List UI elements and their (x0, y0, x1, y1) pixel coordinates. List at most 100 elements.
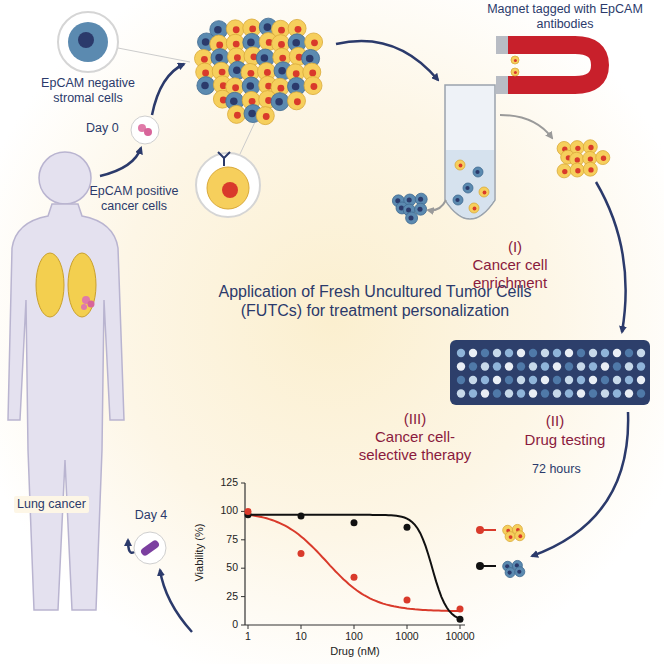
cell-inset (58, 12, 118, 72)
data-points (245, 508, 464, 623)
stromal-cell (271, 93, 289, 111)
nucleus (292, 39, 300, 47)
flow-arrow (336, 41, 438, 80)
nucleus (216, 42, 223, 49)
well (541, 349, 549, 357)
axis-tick-label: 25 (203, 590, 238, 603)
y-tick (241, 511, 245, 512)
stromal-curve (248, 515, 460, 619)
nucleus (508, 570, 512, 574)
well (469, 376, 477, 384)
nucleus (233, 26, 240, 33)
well (457, 389, 465, 397)
nucleus (201, 82, 209, 90)
well (625, 376, 633, 384)
cancer-point (298, 550, 305, 557)
stage-label: Cancer cell enrichment (440, 256, 580, 292)
nucleus (234, 112, 241, 119)
nucleus (222, 182, 238, 198)
well (493, 362, 501, 370)
well (625, 389, 633, 397)
nucleus (601, 156, 606, 161)
nucleus (249, 25, 256, 32)
nucleus (202, 38, 210, 46)
well (481, 389, 489, 397)
nucleus (277, 85, 284, 92)
well (529, 362, 537, 370)
stage-label: Cancer cell-selective therapy (350, 428, 480, 464)
nucleus (275, 98, 283, 106)
axis-tick-label: 1 (223, 630, 273, 643)
cell-label: EpCAM positive cancer cells (80, 184, 188, 214)
sample-circle (131, 116, 159, 144)
cell-cluster (195, 18, 323, 125)
stromal-point (457, 616, 464, 623)
cancer-cell (469, 203, 479, 213)
well (577, 376, 585, 384)
well (565, 376, 573, 384)
nucleus (78, 32, 94, 48)
nucleus (293, 70, 300, 77)
magnet (505, 45, 600, 85)
nucleus (455, 198, 459, 202)
well (541, 389, 549, 397)
x-tick (460, 625, 461, 629)
well (457, 362, 465, 370)
patient-label: Lung cancer (14, 496, 89, 513)
nucleus (247, 39, 255, 47)
nucleus (417, 207, 422, 212)
flow-arrow (100, 148, 141, 176)
nucleus (295, 26, 302, 33)
nucleus (234, 54, 241, 61)
nucleus (294, 98, 301, 105)
well (493, 376, 501, 384)
nucleus (514, 71, 517, 74)
nucleus (562, 169, 567, 174)
cancer-cell (228, 105, 246, 123)
flow-arrow (596, 182, 626, 332)
well (613, 376, 621, 384)
axis-tick-label: 50 (203, 561, 238, 574)
axis-tick-label: 100 (329, 630, 379, 643)
cancer-cell (583, 162, 597, 176)
well (613, 389, 621, 397)
well (565, 349, 573, 357)
well (589, 362, 597, 370)
nucleus (306, 55, 314, 63)
cell-label: EpCAM negative stromal cells (28, 76, 148, 106)
axis-ticks (241, 483, 460, 629)
axis-tick-label: 100 (203, 504, 238, 517)
stage-number: (I) (495, 238, 535, 256)
nucleus (247, 70, 254, 77)
cancer-point (351, 574, 358, 581)
cancer-curve (248, 515, 460, 612)
well (613, 362, 621, 370)
stage-label: Drug testing (505, 431, 625, 449)
sort-arrow (500, 115, 552, 138)
cancer-cell (288, 92, 306, 110)
nucleus (408, 215, 413, 220)
nucleus (202, 70, 209, 77)
series-markers (476, 524, 525, 577)
well (517, 349, 525, 357)
nucleus (509, 535, 513, 539)
nucleus (292, 83, 300, 91)
well (637, 349, 645, 357)
x-tick (354, 625, 355, 629)
well (481, 362, 489, 370)
well (541, 362, 549, 370)
cycle-arrows (100, 41, 628, 632)
well (517, 376, 525, 384)
nucleus (575, 157, 580, 162)
cell-inset (196, 153, 260, 217)
magnet-tip (496, 76, 508, 94)
axis-tick-label: 1000 (382, 630, 432, 643)
nucleus (514, 59, 517, 62)
day-label: Day 4 (126, 508, 176, 523)
stromal-point (351, 519, 358, 526)
y-tick (241, 539, 245, 540)
well (637, 389, 645, 397)
cancer-cell (570, 163, 584, 177)
well (601, 349, 609, 357)
nucleus (309, 70, 316, 77)
